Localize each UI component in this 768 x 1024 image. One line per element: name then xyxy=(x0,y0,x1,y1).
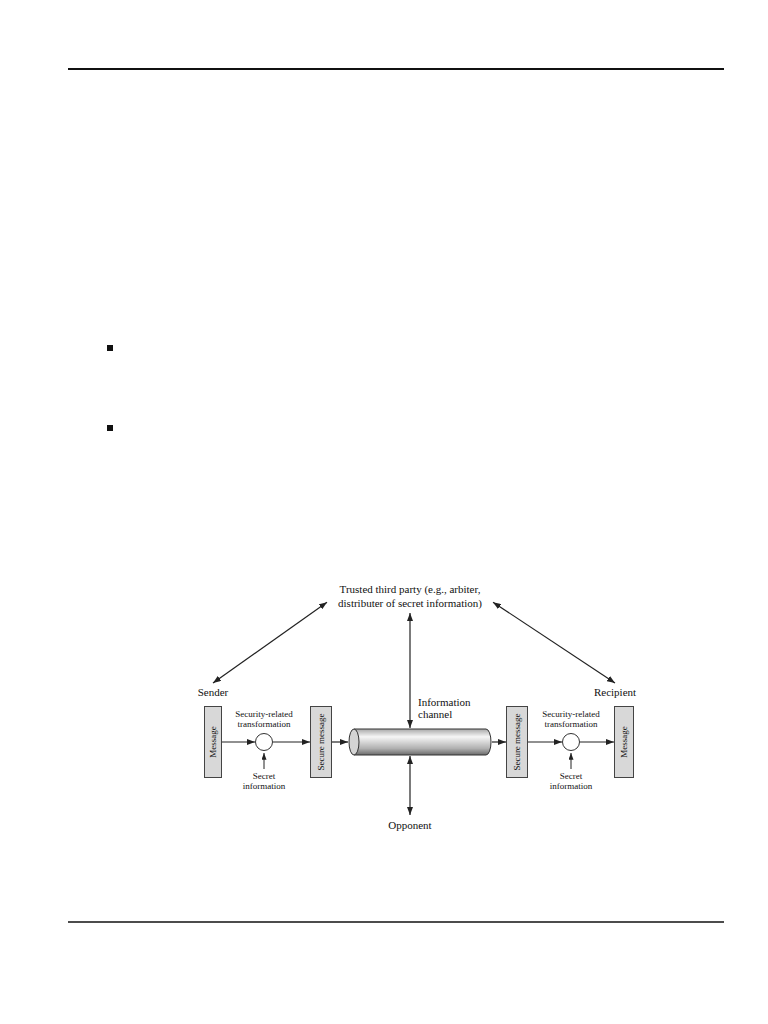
transform-circle-shape xyxy=(255,733,273,751)
flow-arrow xyxy=(580,741,614,742)
box-label: Message xyxy=(619,726,629,758)
flow-arrow xyxy=(492,741,506,742)
bullet-square xyxy=(107,345,113,351)
pipe-cylinder xyxy=(348,728,492,756)
node-label: Trusted third party (e.g., arbiter, dist… xyxy=(330,582,490,610)
trusted-party-label: Trusted third party (e.g., arbiter, dist… xyxy=(330,582,490,610)
channel-label: Information channel xyxy=(418,696,480,720)
flow-arrow xyxy=(273,741,310,742)
message-box: SenderMessage xyxy=(188,686,238,778)
flow-arrow xyxy=(528,741,562,742)
secret-input-arrow xyxy=(264,753,265,769)
transform-label: Security-related transformation xyxy=(534,709,608,729)
box-label: Secure message xyxy=(512,713,522,770)
transform-circle: Security-related transformationSecret in… xyxy=(227,709,301,791)
flow-arrow xyxy=(222,741,255,742)
node-label: Opponent xyxy=(380,818,440,832)
role-label: Sender xyxy=(188,686,238,699)
secure-message-box: Secure message xyxy=(506,706,528,778)
secret-input-arrow xyxy=(571,753,572,769)
message-box: RecipientMessage xyxy=(588,686,642,778)
flow-arrow xyxy=(213,602,327,683)
opponent-label: Opponent xyxy=(380,818,440,832)
flow-arrow xyxy=(332,741,348,742)
transform-circle: Security-related transformationSecret in… xyxy=(534,709,608,791)
flow-arrow xyxy=(409,756,410,815)
flow-arrow xyxy=(493,602,615,683)
role-label: Recipient xyxy=(588,686,642,699)
secure-message-box: Secure message xyxy=(310,706,332,778)
transform-label: Security-related transformation xyxy=(227,709,301,729)
footer-rule xyxy=(68,921,724,923)
header-rule xyxy=(68,68,724,70)
information-channel: Information channel xyxy=(348,696,492,756)
flow-arrow xyxy=(409,613,410,728)
message-rect: Message xyxy=(614,706,634,778)
secret-label: Secret information xyxy=(544,771,598,791)
transform-circle-shape xyxy=(562,733,580,751)
box-label: Secure message xyxy=(316,713,326,770)
bullet-square xyxy=(107,425,113,431)
message-rect: Message xyxy=(204,706,222,778)
secret-label: Secret information xyxy=(237,771,291,791)
box-label: Message xyxy=(208,726,218,758)
